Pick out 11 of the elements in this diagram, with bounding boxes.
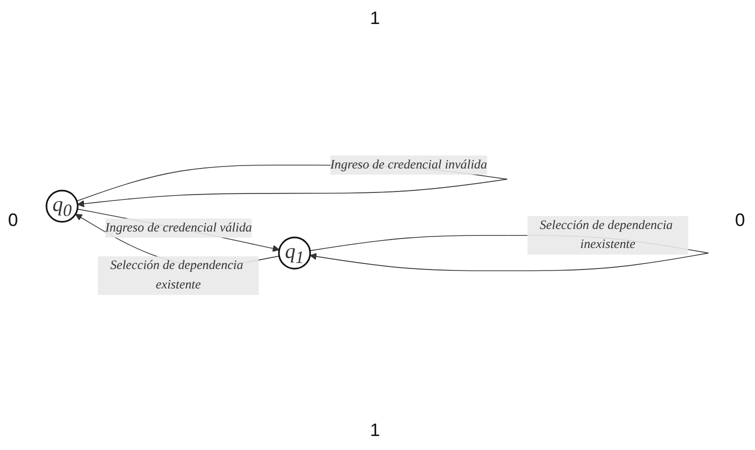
edge-label: Selección de dependencia existente [110, 258, 244, 292]
arrow [77, 208, 280, 252]
node-circle: q$_{0}$ [46, 190, 78, 222]
node-circle: q$_{1}$ [278, 236, 311, 270]
edge-label: Selección de dependencia inexistente [540, 218, 673, 252]
transition-symbol: 0 [735, 210, 746, 231]
edge-label: Ingreso de credencial inválida [330, 158, 488, 172]
transition-symbol: 1 [370, 420, 380, 441]
edge-label: Ingreso de credencial válida [105, 220, 252, 234]
transition-symbol: 1 [370, 8, 380, 29]
transition-symbol: 0 [8, 210, 18, 231]
